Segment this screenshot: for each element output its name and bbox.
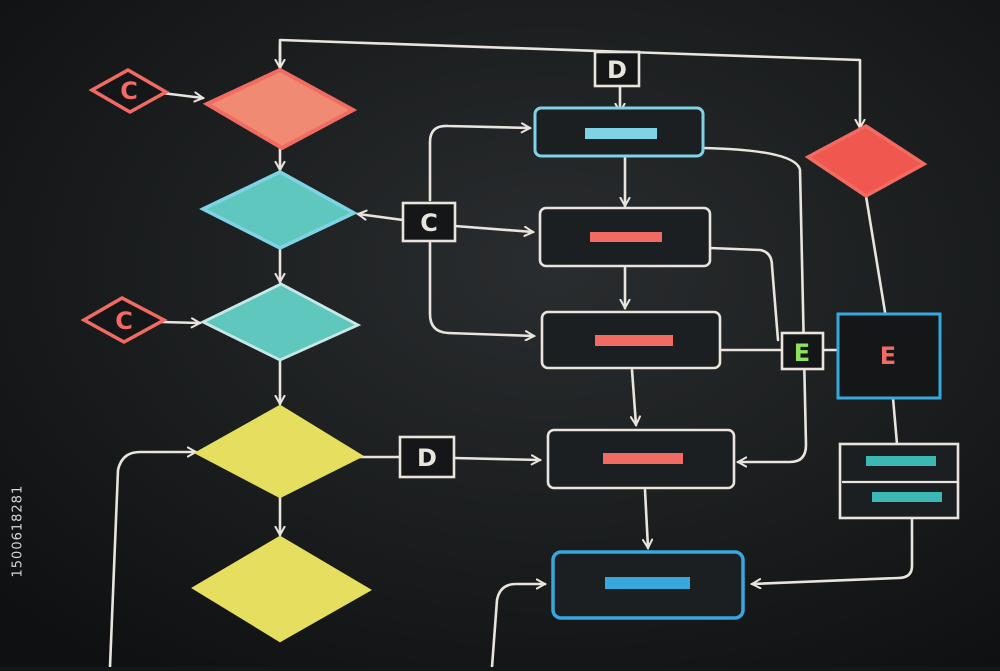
connector-eblue-to-stack xyxy=(891,396,899,446)
c-connector-center-label: C xyxy=(420,209,438,237)
connector-c-to-salmon xyxy=(160,93,203,98)
connector-box2-to-e xyxy=(708,246,780,342)
c-connector-top: C xyxy=(88,67,170,115)
process-box-1-bar xyxy=(585,128,657,139)
data-stack-bar-1 xyxy=(866,456,936,466)
red-decision-diamond xyxy=(804,123,928,199)
process-box-4-bar xyxy=(603,453,683,464)
connector-loop-into-box5 xyxy=(490,584,545,669)
connector-lines xyxy=(108,38,914,669)
e-connector-blue: E xyxy=(836,312,942,400)
d-connector-top-label: D xyxy=(607,56,627,84)
process-box-1 xyxy=(533,106,705,158)
connector-stack-to-box5 xyxy=(752,518,914,584)
data-stack-bar-2 xyxy=(872,492,942,502)
process-box-3-bar xyxy=(595,335,673,346)
process-box-2-bar xyxy=(590,232,662,242)
yellow-decision-diamond-1 xyxy=(193,404,365,499)
connector-box3-to-box4 xyxy=(632,368,636,425)
c-connector-center: C xyxy=(401,201,457,243)
connector-branch-to-box3 xyxy=(428,241,534,336)
stock-image-id: 1500618281 xyxy=(10,484,26,578)
e-connector-green-label: E xyxy=(794,339,810,367)
d-connector-top: D xyxy=(593,50,641,88)
connector-box1-to-box4 xyxy=(701,146,808,462)
process-box-5-bar xyxy=(605,577,690,589)
connector-box4-to-box5 xyxy=(645,488,648,548)
teal-decision-diamond-2 xyxy=(199,282,362,362)
connector-c-to-teal2 xyxy=(160,322,200,323)
d-connector-middle: D xyxy=(398,435,456,479)
e-connector-green: E xyxy=(780,331,825,371)
e-connector-blue-label: E xyxy=(880,342,896,370)
process-box-4 xyxy=(546,428,736,490)
process-box-2 xyxy=(538,206,712,268)
connector-branch-to-box1 xyxy=(428,126,530,202)
c-connector-left-label: C xyxy=(115,307,133,335)
d-connector-middle-label: D xyxy=(417,444,437,472)
teal-decision-diamond-1 xyxy=(199,170,358,250)
connector-loop-into-yellow1 xyxy=(108,452,196,669)
salmon-decision-diamond xyxy=(202,67,358,151)
process-box-3 xyxy=(540,310,722,370)
c-connector-left: C xyxy=(80,296,168,344)
c-connector-top-label: C xyxy=(120,77,138,105)
yellow-decision-diamond-2 xyxy=(191,535,372,643)
connector-c-to-box2 xyxy=(453,224,533,232)
connector-red-to-eblue xyxy=(864,194,887,314)
connector-d-to-box4 xyxy=(452,458,540,460)
data-stack xyxy=(838,442,960,520)
connector-c-to-teal1 xyxy=(358,214,405,222)
process-box-5 xyxy=(551,550,745,620)
